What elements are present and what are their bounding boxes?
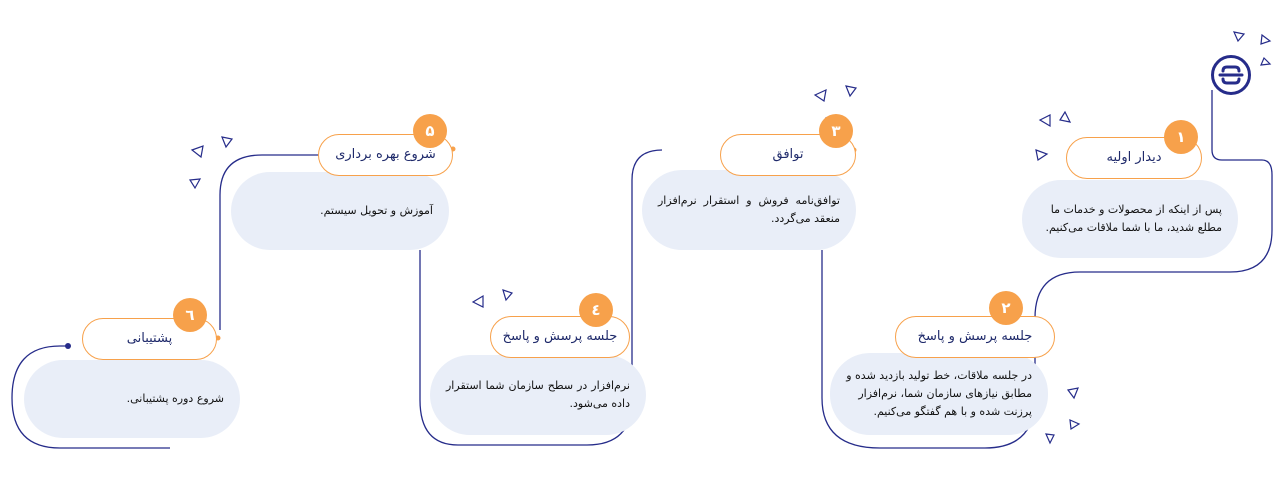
step-3-description: توافق‌نامه فروش و استقرار نرم‌افزار منعق… — [642, 170, 856, 250]
brand-logo-icon — [1211, 55, 1251, 95]
step-2-description: در جلسه ملاقات، خط تولید بازدید شده و مط… — [830, 353, 1048, 435]
step-4-description: نرم‌افزار در سطح سازمان شما استقرار داده… — [430, 355, 646, 435]
step-4-number: ٤ — [579, 293, 613, 327]
step-1: پس از اینکه از محصولات و خدمات ما مطلع ش… — [0, 0, 1238, 258]
step-1-description: پس از اینکه از محصولات و خدمات ما مطلع ش… — [1022, 180, 1238, 258]
step-3: توافق‌نامه فروش و استقرار نرم‌افزار منعق… — [0, 0, 856, 250]
step-3-number: ۳ — [819, 114, 853, 148]
step-2-number: ۲ — [989, 291, 1023, 325]
step-5-description: آموزش و تحویل سیستم. — [231, 172, 449, 250]
step-6-description: شروع دوره پشتیبانی. — [24, 360, 240, 438]
step-4-title: جلسه پرسش و پاسخ — [490, 316, 630, 358]
step-1-number: ۱ — [1164, 120, 1198, 154]
step-5: آموزش و تحویل سیستم. شروع بهره برداری ۵ — [0, 0, 453, 250]
step-4: نرم‌افزار در سطح سازمان شما استقرار داده… — [0, 0, 646, 435]
step-2: در جلسه ملاقات، خط تولید بازدید شده و مط… — [0, 0, 1055, 435]
step-5-number: ۵ — [413, 114, 447, 148]
step-2-title: جلسه پرسش و پاسخ — [895, 316, 1055, 358]
step-6-number: ٦ — [173, 298, 207, 332]
step-6: شروع دوره پشتیبانی. پشتیبانی ٦ — [0, 0, 240, 438]
